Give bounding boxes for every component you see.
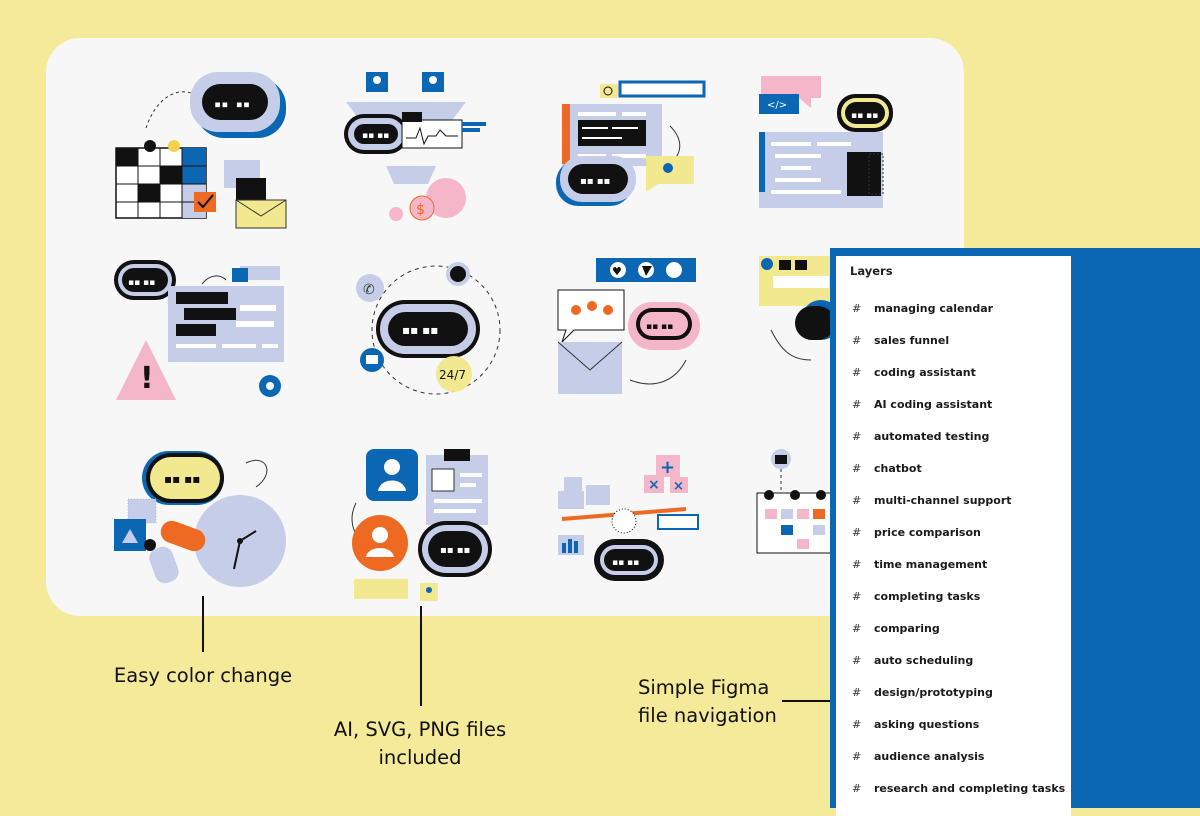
illustration-sales-funnel: ▪▪ ▪▪ $ [336, 68, 536, 228]
svg-text:▪▪ ▪▪: ▪▪ ▪▪ [851, 111, 878, 121]
svg-text:×: × [648, 477, 660, 493]
illustration-chatbot: ✆ ▪▪ ▪▪ 24/7 [336, 250, 536, 410]
layer-item-label: AI coding assistant [874, 398, 993, 411]
frame-hash-icon: # [852, 302, 862, 315]
svg-text:♥: ♥ [612, 265, 622, 278]
layer-item[interactable]: # price comparison [852, 526, 981, 539]
layer-item-label: coding assistant [874, 366, 976, 379]
frame-hash-icon: # [852, 686, 862, 699]
layer-item-label: auto scheduling [874, 654, 974, 667]
layer-item-label: price comparison [874, 526, 981, 539]
svg-text:×: × [673, 479, 684, 494]
svg-text:▪▪ ▪▪: ▪▪ ▪▪ [362, 131, 389, 141]
svg-text:▪▪ ▪▪: ▪▪ ▪▪ [440, 545, 470, 556]
frame-hash-icon: # [852, 718, 862, 731]
illustration-coding-assistant: ▪▪ ▪▪ [546, 68, 746, 228]
svg-text:▪▪ ▪▪: ▪▪ ▪▪ [402, 323, 438, 337]
layer-item[interactable]: # managing calendar [852, 302, 993, 315]
illustrations-card: ▪▪ ▪▪ ▪▪ ▪▪ [46, 38, 964, 616]
price-symbol: $ [416, 202, 425, 218]
layer-item[interactable]: # AI coding assistant [852, 398, 992, 411]
layers-panel: Layers #managing calendar #sales funnel … [836, 256, 1071, 816]
svg-text:!: ! [140, 361, 154, 396]
svg-text:▪▪ ▪▪: ▪▪ ▪▪ [646, 322, 673, 332]
layer-item[interactable]: # audience analysis [852, 750, 984, 763]
frame-hash-icon: # [852, 494, 862, 507]
layer-item[interactable]: # design/prototyping [852, 686, 993, 699]
caption-figma-line1: Simple Figma [638, 676, 770, 699]
layer-item[interactable]: # time management [852, 558, 987, 571]
frame-hash-icon: # [852, 334, 862, 347]
caption-files-line1: AI, SVG, PNG files [333, 718, 507, 741]
layer-item[interactable]: # chatbot [852, 462, 922, 475]
files-pointer-line [420, 606, 422, 706]
illustration-time-management: ▪▪ ▪▪ [106, 443, 306, 603]
layer-item[interactable]: # asking questions [852, 718, 979, 731]
caption-files-line2: included [378, 746, 462, 769]
layer-item-label: research and completing tasks [874, 782, 1066, 795]
svg-text:✆: ✆ [363, 282, 375, 298]
layer-item-label: asking questions [874, 718, 980, 731]
frame-hash-icon: # [852, 622, 862, 635]
svg-text:+: + [660, 457, 675, 478]
caption-easy-color-change: Easy color change [113, 664, 293, 687]
svg-text:</>: </> [767, 100, 787, 111]
layer-item[interactable]: # comparing [852, 622, 940, 635]
frame-hash-icon: # [852, 430, 862, 443]
frame-hash-icon: # [852, 590, 862, 603]
layer-item[interactable]: # research and completing tasks [852, 782, 1065, 795]
layer-item-label: automated testing [874, 430, 990, 443]
frame-hash-icon: # [852, 750, 862, 763]
chatbot-24-7-label: 24/7 [439, 368, 466, 382]
svg-text:▪▪ ▪▪: ▪▪ ▪▪ [612, 558, 639, 568]
layer-item[interactable]: # multi-channel support [852, 494, 1012, 507]
layer-item[interactable]: # automated testing [852, 430, 989, 443]
layer-item-label: managing calendar [874, 302, 994, 315]
layer-item-label: completing tasks [874, 590, 981, 603]
color-change-pointer-line [202, 596, 204, 652]
illustration-auto-scheduling [751, 443, 951, 603]
layer-item-label: audience analysis [874, 750, 985, 763]
illustration-automated-testing: ▪▪ ▪▪ ! [106, 250, 306, 410]
figma-pointer-line [782, 700, 834, 702]
layer-item-label: sales funnel [874, 334, 950, 347]
layers-panel-title: Layers [850, 264, 893, 278]
layer-item-label: multi-channel support [874, 494, 1012, 507]
caption-figma-line2: file navigation [638, 704, 777, 727]
layer-item-label: chatbot [874, 462, 922, 475]
illustration-comparing: + × × ▪▪ ▪▪ [546, 443, 746, 603]
frame-hash-icon: # [852, 526, 862, 539]
svg-text:▪▪ ▪▪: ▪▪ ▪▪ [164, 472, 200, 486]
svg-text:▪▪ ▪▪: ▪▪ ▪▪ [214, 97, 250, 111]
layer-item-label: comparing [874, 622, 940, 635]
svg-text:▪▪ ▪▪: ▪▪ ▪▪ [580, 176, 610, 187]
illustration-completing-tasks: ▪▪ ▪▪ [336, 443, 536, 603]
layer-item-label: time management [874, 558, 988, 571]
illustration-managing-calendar: ▪▪ ▪▪ [106, 68, 306, 229]
frame-hash-icon: # [852, 654, 862, 667]
frame-hash-icon: # [852, 782, 862, 795]
layer-item-label: design/prototyping [874, 686, 993, 699]
frame-hash-icon: # [852, 398, 862, 411]
layer-item[interactable]: # sales funnel [852, 334, 949, 347]
frame-hash-icon: # [852, 366, 862, 379]
frame-hash-icon: # [852, 558, 862, 571]
frame-hash-icon: # [852, 462, 862, 475]
svg-text:▪▪ ▪▪: ▪▪ ▪▪ [128, 278, 155, 288]
illustration-ai-coding-assistant: </> ▪▪ ▪▪ [751, 68, 951, 228]
illustration-multi-channel-support: ♥ ▪▪ ▪▪ [546, 250, 746, 410]
layer-item[interactable]: # auto scheduling [852, 654, 973, 667]
layer-item[interactable]: # coding assistant [852, 366, 976, 379]
layer-item[interactable]: # completing tasks [852, 590, 980, 603]
